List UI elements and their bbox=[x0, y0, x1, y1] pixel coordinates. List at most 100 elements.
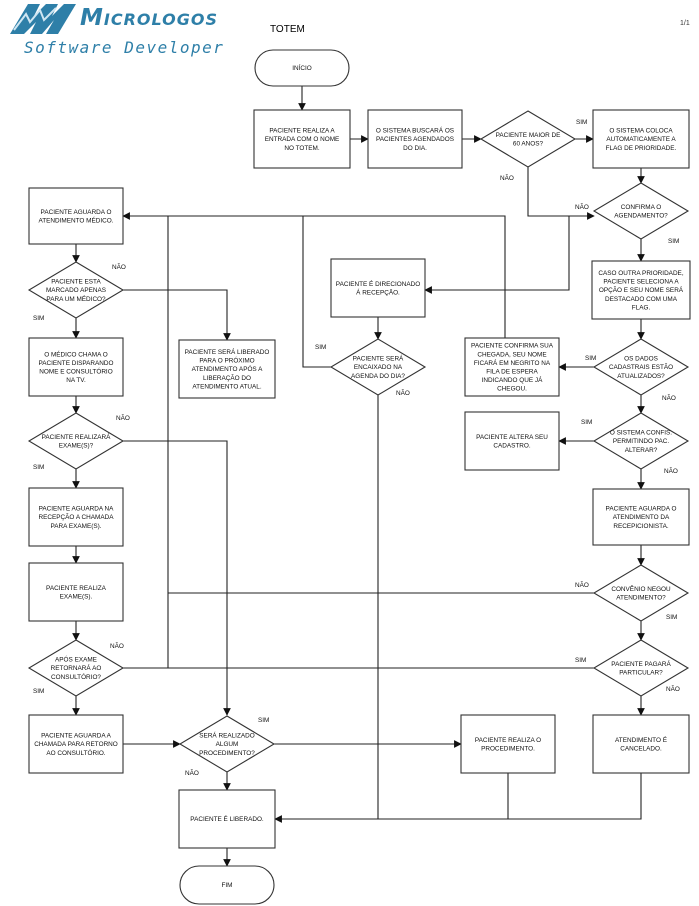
edge-label-confis-nao: NÃO bbox=[664, 466, 678, 475]
node-text-line: PACIENTE REALIZA bbox=[46, 585, 107, 592]
decision-diamond bbox=[592, 639, 690, 697]
connector-chegada-medico bbox=[122, 212, 506, 338]
flow-node-maior60: PACIENTE MAIOR DE 60 ANOS? bbox=[479, 110, 577, 168]
node-text-line: ATENDIMENTO É bbox=[615, 735, 667, 744]
flow-node-fim: FIM bbox=[179, 865, 275, 905]
node-text-line: NO TOTEM. bbox=[284, 145, 319, 152]
node-text-line: OPÇÃO E SEU NOME SERÁ bbox=[599, 285, 684, 294]
node-text-line: PACIENTE É DIRECIONADO bbox=[336, 279, 420, 288]
node-text-line: PACIENTE MAIOR DE bbox=[496, 132, 561, 139]
edge-label-dados-nao: NÃO bbox=[662, 393, 676, 402]
node-text-line: FICARÁ EM NEGRITO NA bbox=[474, 358, 551, 367]
edge-label-retorna-nao: NÃO bbox=[110, 641, 124, 650]
process-box bbox=[28, 487, 124, 547]
connector-encaixado-medico bbox=[302, 216, 331, 368]
process-box bbox=[592, 714, 690, 774]
decision-diamond bbox=[592, 564, 690, 622]
process-box bbox=[592, 488, 690, 546]
node-text-line: RECEPICIONISTA. bbox=[613, 523, 668, 530]
decision-diamond bbox=[27, 412, 125, 470]
connector-outra-direcionado bbox=[424, 216, 570, 294]
node-text-line: PACIENTE ALTERA SEU bbox=[476, 434, 548, 441]
flow-node-realiza-exame: PACIENTE REALIZA EXAME(S). bbox=[28, 562, 124, 622]
process-box bbox=[28, 187, 124, 245]
decision-diamond bbox=[27, 639, 125, 697]
edge-label-dados-sim: SIM bbox=[585, 355, 596, 362]
process-box bbox=[28, 714, 124, 774]
decision-diamond bbox=[592, 182, 690, 240]
node-text-line: PACIENTE AGUARDA O bbox=[606, 506, 677, 513]
edge-label-convenio-nao: NÃO bbox=[575, 580, 589, 589]
process-box bbox=[460, 714, 556, 774]
node-text-line: ATENDIMENTO APÓS A bbox=[192, 364, 264, 373]
node-text-line: PACIENTE REALIZARÁ bbox=[42, 432, 112, 441]
node-text-line: CADASTRAIS ESTÃO bbox=[609, 362, 673, 371]
node-text-line: CONVÊNIO NEGOU bbox=[611, 584, 671, 593]
process-box bbox=[464, 411, 560, 471]
node-text-line: LIBERAÇÃO DO bbox=[203, 373, 251, 382]
edge-label-layer: SIMNÃONÃOSIMSIMNÃOSIMNÃONÃOSIMSIMNÃOSIMN… bbox=[33, 119, 680, 777]
node-text-line: PACIENTE REALIZA A bbox=[269, 128, 335, 135]
edge-label-retorna-sim: SIM bbox=[33, 688, 44, 695]
node-text-line: NOME E CONSULTÓRIO bbox=[39, 367, 112, 376]
node-text-line: ATENDIMENTO? bbox=[616, 595, 666, 602]
page-title: TOTEM bbox=[270, 24, 305, 35]
node-text-line: FIM bbox=[221, 882, 232, 889]
decision-diamond bbox=[592, 412, 690, 470]
edge-label-convenio-sim: SIM bbox=[666, 614, 677, 621]
connector-maior60-confirma bbox=[527, 167, 595, 220]
connector-exame-proc bbox=[123, 440, 231, 716]
node-text-line: FLAG DE PRIORIDADE. bbox=[606, 145, 677, 152]
edge-label-confirma-sim: SIM bbox=[668, 238, 679, 245]
node-text-line: Á RECEPÇÃO. bbox=[356, 288, 400, 297]
node-text-line: PACIENTE PAGARÁ bbox=[611, 659, 671, 668]
node-text-line: AGENDAMENTO? bbox=[614, 213, 668, 220]
node-text-line: 60 ANOS? bbox=[513, 141, 544, 148]
flow-node-sistema-confis: O SISTEMA CONFIS.PERMITINDO PAC.ALTERAR? bbox=[592, 412, 690, 470]
node-text-line: CHEGOU. bbox=[497, 386, 527, 393]
node-text-line: O SISTEMA CONFIS. bbox=[610, 430, 672, 437]
node-text-line: CONSULTÓRIO? bbox=[51, 672, 101, 681]
edge-label-particular-nao: NÃO bbox=[666, 684, 680, 693]
edge-label-procedimento-nao: NÃO bbox=[185, 768, 199, 777]
node-text-line: PARA O PRÓXIMO bbox=[199, 356, 254, 365]
node-text-line: O SISTEMA COLOCA bbox=[609, 128, 673, 135]
edge-label-confirma-nao: NÃO bbox=[575, 202, 589, 211]
edge-label-particular-sim: SIM bbox=[575, 657, 586, 664]
node-text-line: SERÁ REALIZADO bbox=[199, 731, 254, 740]
process-box bbox=[330, 258, 426, 318]
process-box bbox=[464, 337, 560, 397]
node-text-line: CANCELADO. bbox=[620, 746, 662, 753]
node-text-line: APÓS EXAME bbox=[55, 655, 97, 664]
process-box bbox=[28, 337, 124, 397]
connector-um-liberadoprox bbox=[123, 289, 231, 341]
node-text-line: PACIENTE É LIBERADO. bbox=[190, 814, 264, 823]
node-text-line: PACIENTE AGUARDA A bbox=[41, 733, 112, 740]
edge-label-encaixado-nao: NÃO bbox=[396, 388, 410, 397]
flow-node-inicio: INÍCIO bbox=[254, 49, 350, 87]
node-text-line: CADASTRO. bbox=[493, 443, 531, 450]
node-text-line: PACIENTE SERÁ bbox=[353, 354, 404, 363]
node-text-line: PACIENTE DISPARANDO bbox=[38, 360, 113, 367]
logo-name: Micrologos bbox=[80, 5, 218, 31]
edge-label-um-medico-nao: NÃO bbox=[112, 262, 126, 271]
node-text-line: RECEPÇÃO A CHAMADA bbox=[39, 512, 115, 521]
node-text-line: PROCEDIMENTO? bbox=[199, 750, 255, 757]
node-text-line: ALGUM bbox=[216, 741, 239, 748]
decision-diamond bbox=[27, 261, 125, 319]
node-text-line: EXAME(S). bbox=[60, 594, 93, 601]
process-box bbox=[253, 109, 351, 169]
node-text-line: PACIENTE ESTA bbox=[51, 279, 101, 286]
company-logo: Micrologos Software Developer bbox=[2, 2, 232, 60]
logo-tagline: Software Developer bbox=[24, 38, 225, 57]
